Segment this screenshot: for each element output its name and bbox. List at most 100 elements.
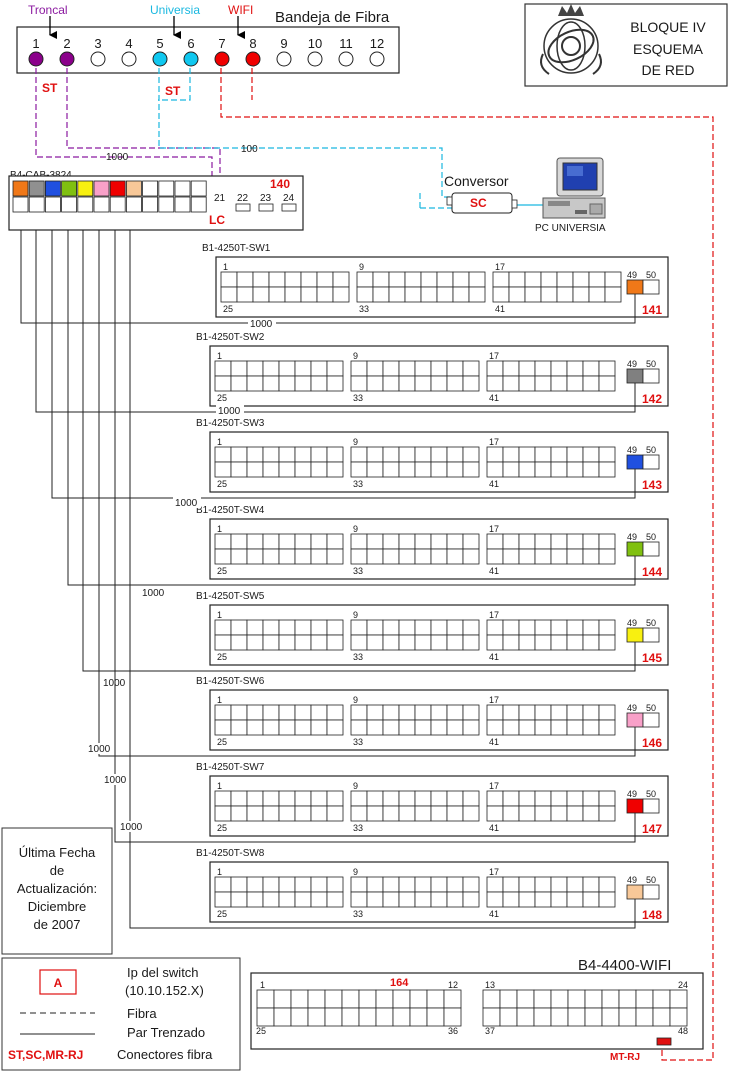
switch-port xyxy=(430,704,448,721)
port-number-top: 9 xyxy=(353,781,358,791)
core-switch: B4-CAB-3824 140 21 22 23 24 LC xyxy=(8,170,304,231)
switch-port xyxy=(508,271,526,288)
switch-port xyxy=(572,271,590,288)
trunk-cable xyxy=(35,230,636,413)
switch-port xyxy=(582,719,600,736)
sc-label: SC xyxy=(470,196,487,210)
switch-port xyxy=(326,533,344,550)
switch-port xyxy=(502,461,520,478)
switch-port xyxy=(246,634,264,651)
sfp-label-49: 49 xyxy=(627,789,637,799)
switch-port xyxy=(540,271,558,288)
switch-port xyxy=(262,461,280,478)
switch-port xyxy=(294,634,312,651)
update-note-frame xyxy=(1,827,113,955)
trunk-cable xyxy=(129,230,636,929)
switch-port xyxy=(430,876,448,893)
wifi-port xyxy=(601,1007,620,1027)
pc-icon xyxy=(542,157,606,219)
wifi-port xyxy=(516,989,535,1009)
switch-port xyxy=(430,619,448,636)
switch-port xyxy=(350,719,368,736)
switch-port xyxy=(598,704,616,721)
switch-port xyxy=(214,634,232,651)
wifi-port xyxy=(652,989,671,1009)
switch-port xyxy=(462,704,480,721)
switch-port xyxy=(230,533,248,550)
switch-ip: 143 xyxy=(642,478,662,492)
legend-ip-line2: (10.10.152.X) xyxy=(125,983,204,998)
update-note-line5: de 2007 xyxy=(34,917,81,932)
switch-port xyxy=(398,719,416,736)
switch-port xyxy=(534,790,552,807)
switch-port xyxy=(414,375,432,392)
switch-port xyxy=(598,805,616,822)
wifi-port xyxy=(409,1007,428,1027)
port-number-top: 1 xyxy=(217,781,222,791)
switch-port xyxy=(294,876,312,893)
switch-port xyxy=(310,619,328,636)
switch-port xyxy=(382,533,400,550)
switch-port xyxy=(550,704,568,721)
switch-port xyxy=(262,876,280,893)
switch-port xyxy=(220,286,238,303)
fiber-port-21: 21 xyxy=(214,193,226,204)
switch-name: B1-4250T-SW3 xyxy=(196,418,265,429)
switch-port xyxy=(524,271,542,288)
port-number-top: 1 xyxy=(217,867,222,877)
switch-port xyxy=(414,790,432,807)
wifi-port xyxy=(358,1007,377,1027)
switch-port xyxy=(566,446,584,463)
tray-port-label: 4 xyxy=(125,36,132,51)
switch-port xyxy=(366,719,384,736)
switch-port xyxy=(550,805,568,822)
core-port xyxy=(77,180,94,197)
wifi-port xyxy=(426,1007,445,1027)
switch-port xyxy=(582,891,600,908)
troncal-link-speed: 1000 xyxy=(106,152,129,163)
wifi-port xyxy=(618,989,637,1009)
wifi-port xyxy=(550,989,569,1009)
switch-port xyxy=(582,634,600,651)
switch-port xyxy=(550,790,568,807)
switch-ip: 144 xyxy=(642,565,662,579)
uplink-port xyxy=(626,541,644,557)
switch-port xyxy=(278,891,296,908)
tray-port-label: 3 xyxy=(94,36,101,51)
wifi-switch-ip: 164 xyxy=(390,977,409,989)
port-number-top: 9 xyxy=(353,867,358,877)
wifi-port-13: 13 xyxy=(485,980,495,990)
sfp-port xyxy=(642,627,660,643)
group-label-universia: Universia xyxy=(150,3,200,17)
switch-port xyxy=(518,461,536,478)
link-speed: 1000 xyxy=(104,775,127,786)
switch-port xyxy=(604,271,622,288)
switch-port xyxy=(246,876,264,893)
core-port xyxy=(158,196,175,213)
switch-port xyxy=(214,533,232,550)
port-number-bottom: 33 xyxy=(359,304,369,314)
switch-name: B1-4250T-SW7 xyxy=(196,762,265,773)
port-number-top: 9 xyxy=(353,610,358,620)
switch-port xyxy=(262,634,280,651)
port-number-bottom: 41 xyxy=(489,566,499,576)
switch-port xyxy=(430,719,448,736)
tray-port xyxy=(59,51,75,67)
switch-port xyxy=(382,704,400,721)
link-speed: 1000 xyxy=(142,588,165,599)
switch-port xyxy=(310,360,328,377)
switch-port xyxy=(462,461,480,478)
switch-port xyxy=(518,634,536,651)
switch-port xyxy=(486,790,504,807)
port-number-bottom: 33 xyxy=(353,566,363,576)
switch-port xyxy=(310,891,328,908)
sfp-label-50: 50 xyxy=(646,359,656,369)
switch-port xyxy=(310,704,328,721)
switch-port xyxy=(486,876,504,893)
switch-port xyxy=(214,876,232,893)
switch-port xyxy=(502,548,520,565)
wifi-port-1: 1 xyxy=(260,980,265,990)
core-port xyxy=(126,196,142,213)
switch-port xyxy=(436,286,454,303)
switch-port xyxy=(398,891,416,908)
